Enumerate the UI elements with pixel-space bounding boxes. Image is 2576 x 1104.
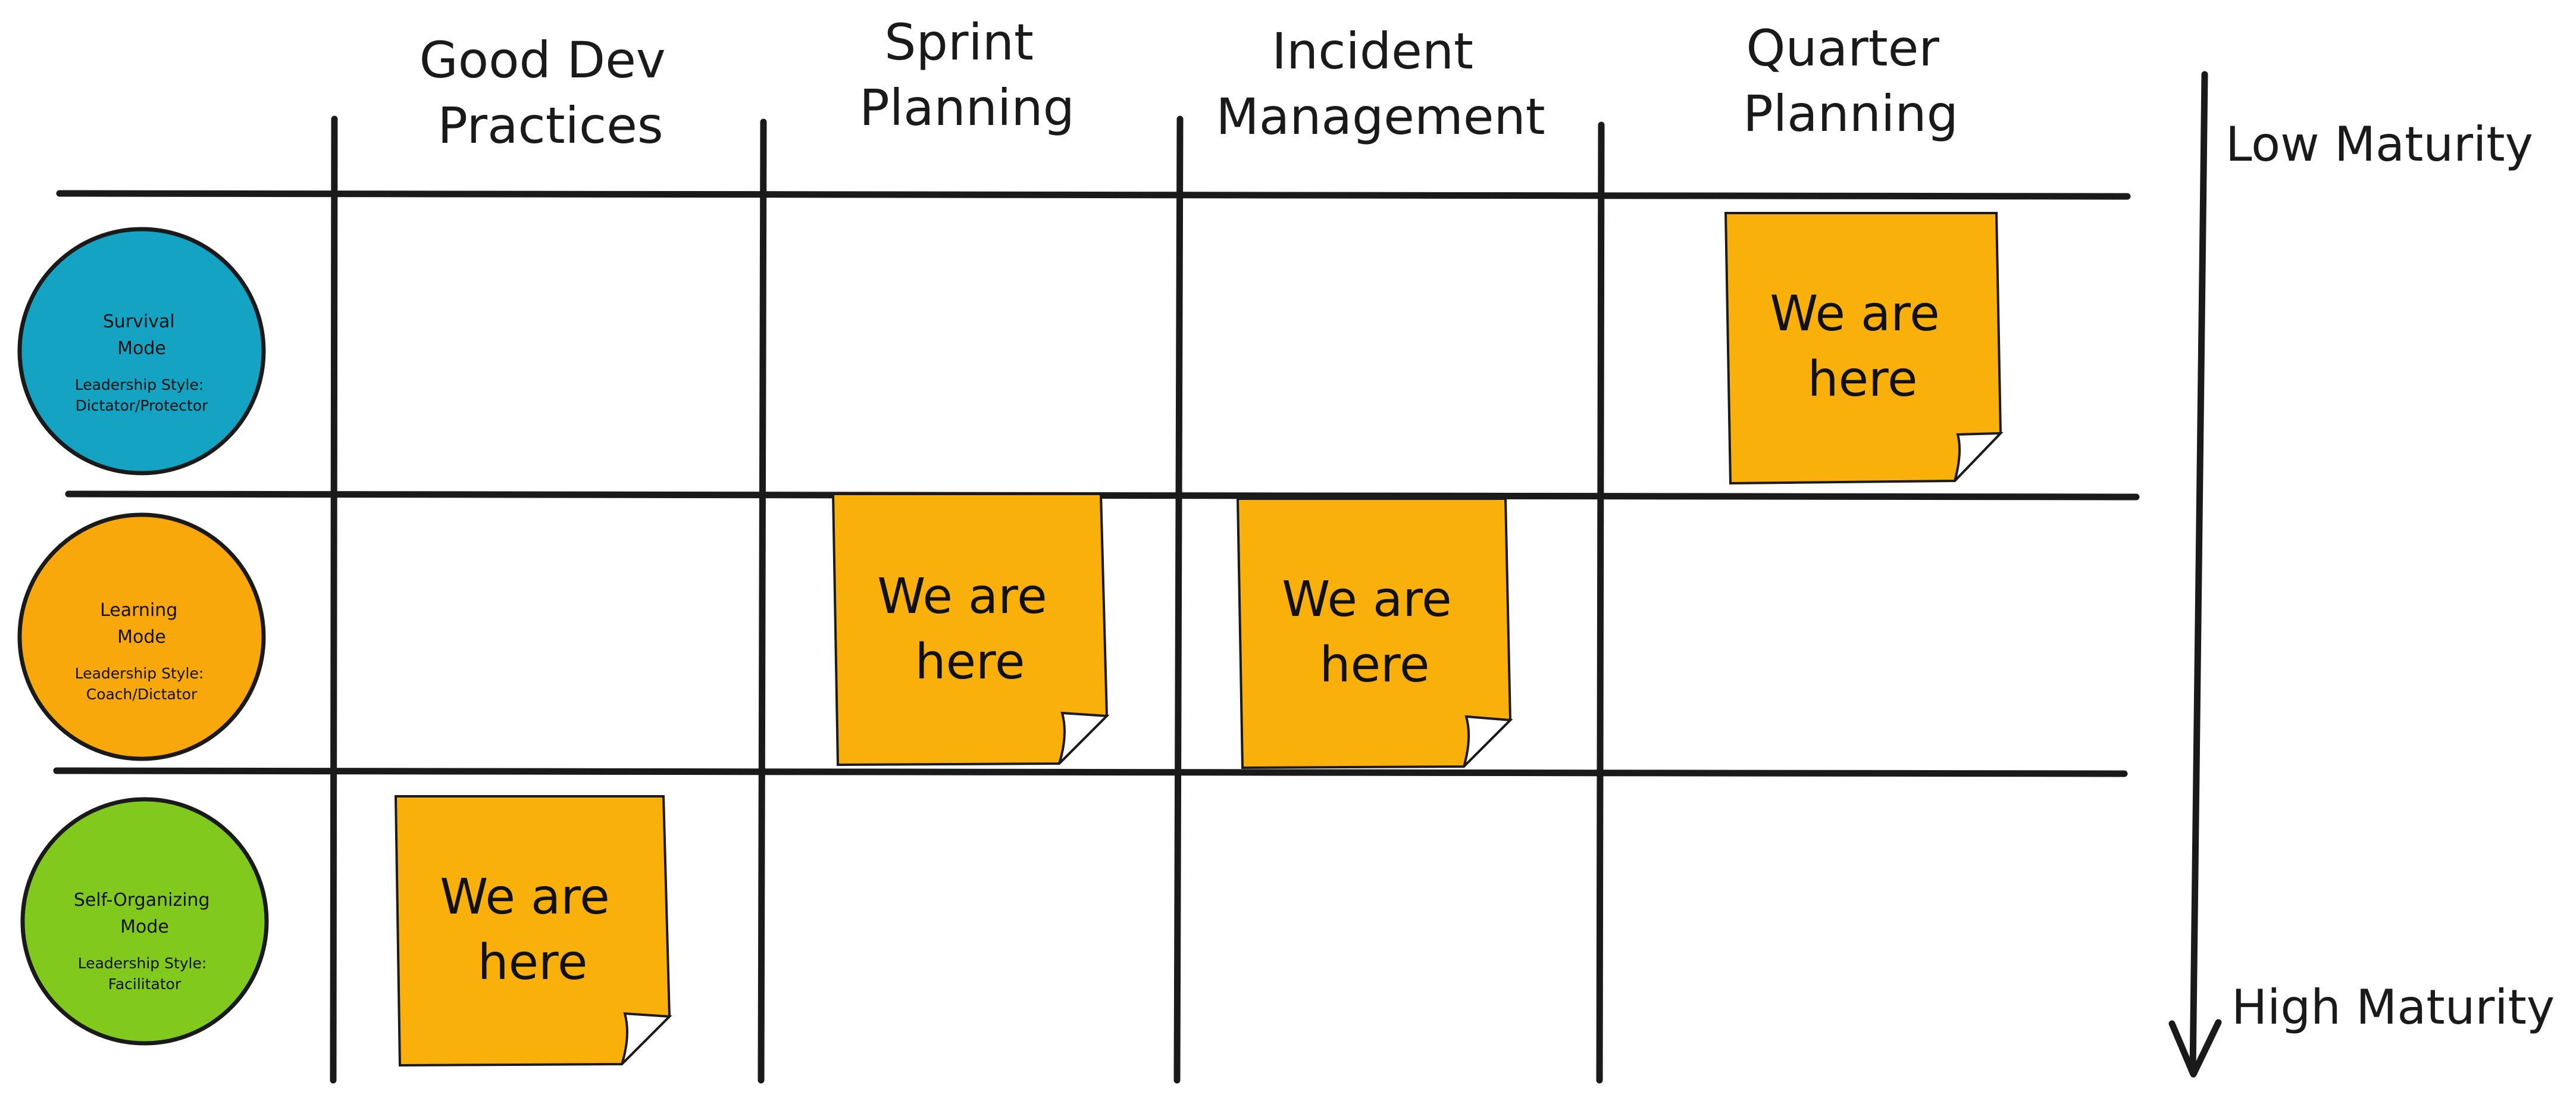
column-header-quarter-planning: Quarter Planning [1743, 19, 1958, 143]
grid-line-vertical-3 [1173, 115, 1184, 1084]
mode-title: Learning Mode [100, 600, 183, 648]
column-header-line: Sprint [884, 13, 1034, 71]
sticky-note-sprint-planning: We are here [831, 493, 1110, 767]
mode-circle [20, 797, 269, 1046]
sticky-note-incident-management: We are here [1236, 498, 1513, 770]
mode-survival: Survival Mode Leadership Style: Dictator… [17, 227, 266, 476]
sticky-note-good-dev-practices: We are here [394, 795, 672, 1067]
grid-line-horizontal-top [56, 189, 2131, 200]
sticky-note-text: We are here [1770, 286, 1955, 408]
sticky-note-curl-icon [1058, 711, 1110, 765]
mode-self-organizing: Self-Organizing Mode Leadership Style: F… [20, 797, 269, 1046]
column-header-incident-management: Incident Management [1216, 22, 1545, 146]
high-maturity-label: High Maturity [2231, 980, 2555, 1035]
grid-lines [53, 115, 2140, 1084]
grid-line-horizontal-bottom [53, 766, 2128, 777]
column-header-line: Management [1216, 87, 1545, 146]
column-header-good-dev-practices: Good Dev Practices [420, 31, 682, 155]
grid-line-horizontal-middle [65, 490, 2140, 501]
column-header-line: Good Dev [420, 31, 666, 89]
mode-leadership-style: Leadership Style: Facilitator [78, 955, 212, 993]
sticky-note-curl-icon [621, 1012, 672, 1065]
column-header-line: Planning [859, 79, 1075, 137]
grid-line-vertical-2 [758, 118, 767, 1084]
mode-circle [17, 512, 266, 761]
mode-title: Self-Organizing Mode [74, 890, 215, 937]
mode-circle [17, 227, 266, 476]
sticky-note-text: We are here [1282, 571, 1467, 693]
maturity-axis [2168, 71, 2222, 1078]
mode-leadership-style: Leadership Style: Coach/Dictator [75, 665, 209, 703]
mode-learning: Learning Mode Leadership Style: Coach/Di… [17, 512, 266, 761]
column-header-line: Planning [1743, 85, 1958, 143]
sticky-note-curl-icon [1954, 431, 2004, 482]
column-header-line: Practices [437, 96, 663, 155]
mode-title: Survival Mode [103, 311, 181, 359]
mode-leadership-style: Leadership Style: Dictator/Protector [75, 376, 209, 414]
column-header-line: Quarter [1746, 19, 1939, 77]
sticky-note-text: We are here [440, 869, 625, 991]
sticky-note-text: We are here [877, 568, 1062, 690]
low-maturity-label: Low Maturity [2226, 117, 2533, 172]
column-header-line: Incident [1272, 22, 1473, 80]
grid-line-vertical-1 [329, 115, 338, 1084]
grid-line-vertical-4 [1595, 121, 1605, 1084]
sticky-note-quarter-planning: We are here [1724, 212, 2004, 485]
column-header-sprint-planning: Sprint Planning [859, 13, 1075, 137]
sticky-note-curl-icon [1463, 715, 1513, 768]
maturity-axis-line [2189, 71, 2208, 1075]
arrow-down-icon [2168, 1019, 2222, 1078]
